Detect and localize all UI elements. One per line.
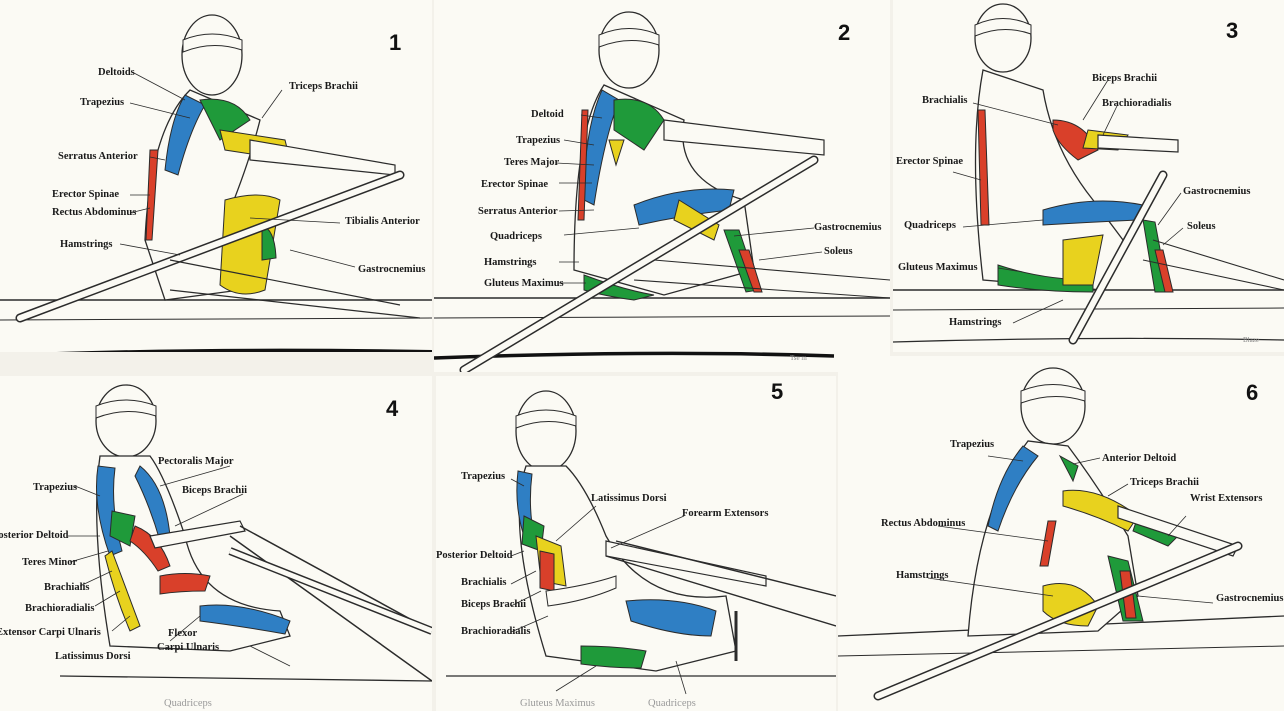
label-hamstrings: Hamstrings xyxy=(484,258,537,269)
label-rectus-abdominus: Rectus Abdominus xyxy=(52,208,136,219)
label-brachioradialis: Brachioradialis xyxy=(25,604,94,615)
label-forearm-extensors: Forearm Extensors xyxy=(682,509,768,520)
label-hamstrings: Hamstrings xyxy=(896,571,949,582)
illustrator-mark: Blaze xyxy=(1243,336,1259,344)
illustrator-mark: Tse m xyxy=(790,354,807,362)
label-serratus-anterior: Serratus Anterior xyxy=(58,152,138,163)
label-triceps-brachii: Triceps Brachii xyxy=(1130,478,1199,489)
label-brachioradialis: Brachioradialis xyxy=(461,627,530,638)
panel-number: 3 xyxy=(1226,18,1238,44)
label-brachioradialis: Brachioradialis xyxy=(1102,99,1171,110)
label-erector-spinae: Erector Spinae xyxy=(52,190,119,201)
label-gluteus-maximus: Gluteus Maximus xyxy=(484,279,564,290)
panel-5: 5 Trapezius Latissimus Dorsi Forearm Ext… xyxy=(436,376,836,711)
label-flexor: Flexor xyxy=(168,629,197,640)
label-soleus: Soleus xyxy=(824,247,853,258)
label-deltoids: Deltoids xyxy=(98,68,135,79)
label-gastrocnemius: Gastrocnemius xyxy=(1183,187,1250,198)
rower-illustration-1 xyxy=(0,0,432,352)
label-quadriceps: Quadriceps xyxy=(648,699,696,710)
label-erector-spinae: Erector Spinae xyxy=(896,157,963,168)
label-deltoid: Deltoid xyxy=(531,110,564,121)
panel-number: 2 xyxy=(838,20,850,46)
label-teres-minor: Teres Minor xyxy=(22,558,77,569)
label-extensor-carpi-ulnaris: Extensor Carpi Ulnaris xyxy=(0,628,101,639)
label-triceps-brachii: Triceps Brachii xyxy=(289,82,358,93)
label-brachialis: Brachialis xyxy=(461,578,507,589)
label-trapezius: Trapezius xyxy=(80,98,124,109)
label-quadriceps: Quadriceps xyxy=(904,221,956,232)
label-quadriceps: Quadriceps xyxy=(164,699,212,710)
label-erector-spinae: Erector Spinae xyxy=(481,180,548,191)
label-brachialis: Brachialis xyxy=(44,583,90,594)
label-tibialis-anterior: Tibialis Anterior xyxy=(345,217,420,228)
label-teres-major: Teres Major xyxy=(504,158,559,169)
label-latissimus-dorsi: Latissimus Dorsi xyxy=(591,494,667,505)
rower-illustration-6 xyxy=(838,356,1284,711)
label-trapezius: Trapezius xyxy=(950,440,994,451)
panel-6: 6 Trapezius Anterior Deltoid Triceps Bra… xyxy=(838,356,1284,711)
label-gluteus-maximus: Gluteus Maximus xyxy=(520,699,595,710)
panel-number: 5 xyxy=(771,379,783,405)
label-carpi-ulnaris: Carpi Ulnaris xyxy=(157,643,219,654)
label-posterior-deltoid: Posterior Deltoid xyxy=(436,551,513,562)
panel-4: 4 Pectoralis Major Trapezius Biceps Brac… xyxy=(0,376,432,711)
panel-number: 6 xyxy=(1246,380,1258,406)
panel-number: 4 xyxy=(386,396,398,422)
label-hamstrings: Hamstrings xyxy=(60,240,113,251)
label-anterior-deltoid: Anterior Deltoid xyxy=(1102,454,1176,465)
panel-3: 3 Biceps Brachii Brachialis Brachioradia… xyxy=(893,0,1284,352)
label-posterior-deltoid: Posterior Deltoid xyxy=(0,531,69,542)
label-soleus: Soleus xyxy=(1187,222,1216,233)
rower-illustration-5 xyxy=(436,376,836,711)
label-biceps-brachii: Biceps Brachii xyxy=(461,600,526,611)
panel-2: 2 Deltoid Trapezius Teres Major Erector … xyxy=(434,0,890,372)
rower-illustration-3 xyxy=(893,0,1284,352)
label-brachialis: Brachialis xyxy=(922,96,968,107)
label-quadriceps: Quadriceps xyxy=(490,232,542,243)
panel-1: 1 Deltoids Trapezius Triceps Brachii Ser… xyxy=(0,0,432,352)
label-biceps-brachii: Biceps Brachii xyxy=(1092,74,1157,85)
label-wrist-extensors: Wrist Extensors xyxy=(1190,494,1262,505)
label-serratus-anterior: Serratus Anterior xyxy=(478,207,558,218)
label-hamstrings: Hamstrings xyxy=(949,318,1002,329)
label-trapezius: Trapezius xyxy=(33,483,77,494)
label-gluteus-maximus: Gluteus Maximus xyxy=(898,263,978,274)
label-trapezius: Trapezius xyxy=(461,472,505,483)
label-pectoralis-major: Pectoralis Major xyxy=(158,457,234,468)
label-gastrocnemius: Gastrocnemius xyxy=(1216,594,1283,605)
label-rectus-abdominus: Rectus Abdominus xyxy=(881,519,965,530)
label-trapezius: Trapezius xyxy=(516,136,560,147)
label-gastrocnemius: Gastrocnemius xyxy=(814,223,881,234)
label-gastrocnemius: Gastrocnemius xyxy=(358,265,425,276)
label-biceps-brachii: Biceps Brachii xyxy=(182,486,247,497)
panel-number: 1 xyxy=(389,30,401,56)
label-latissimus-dorsi: Latissimus Dorsi xyxy=(55,652,131,663)
